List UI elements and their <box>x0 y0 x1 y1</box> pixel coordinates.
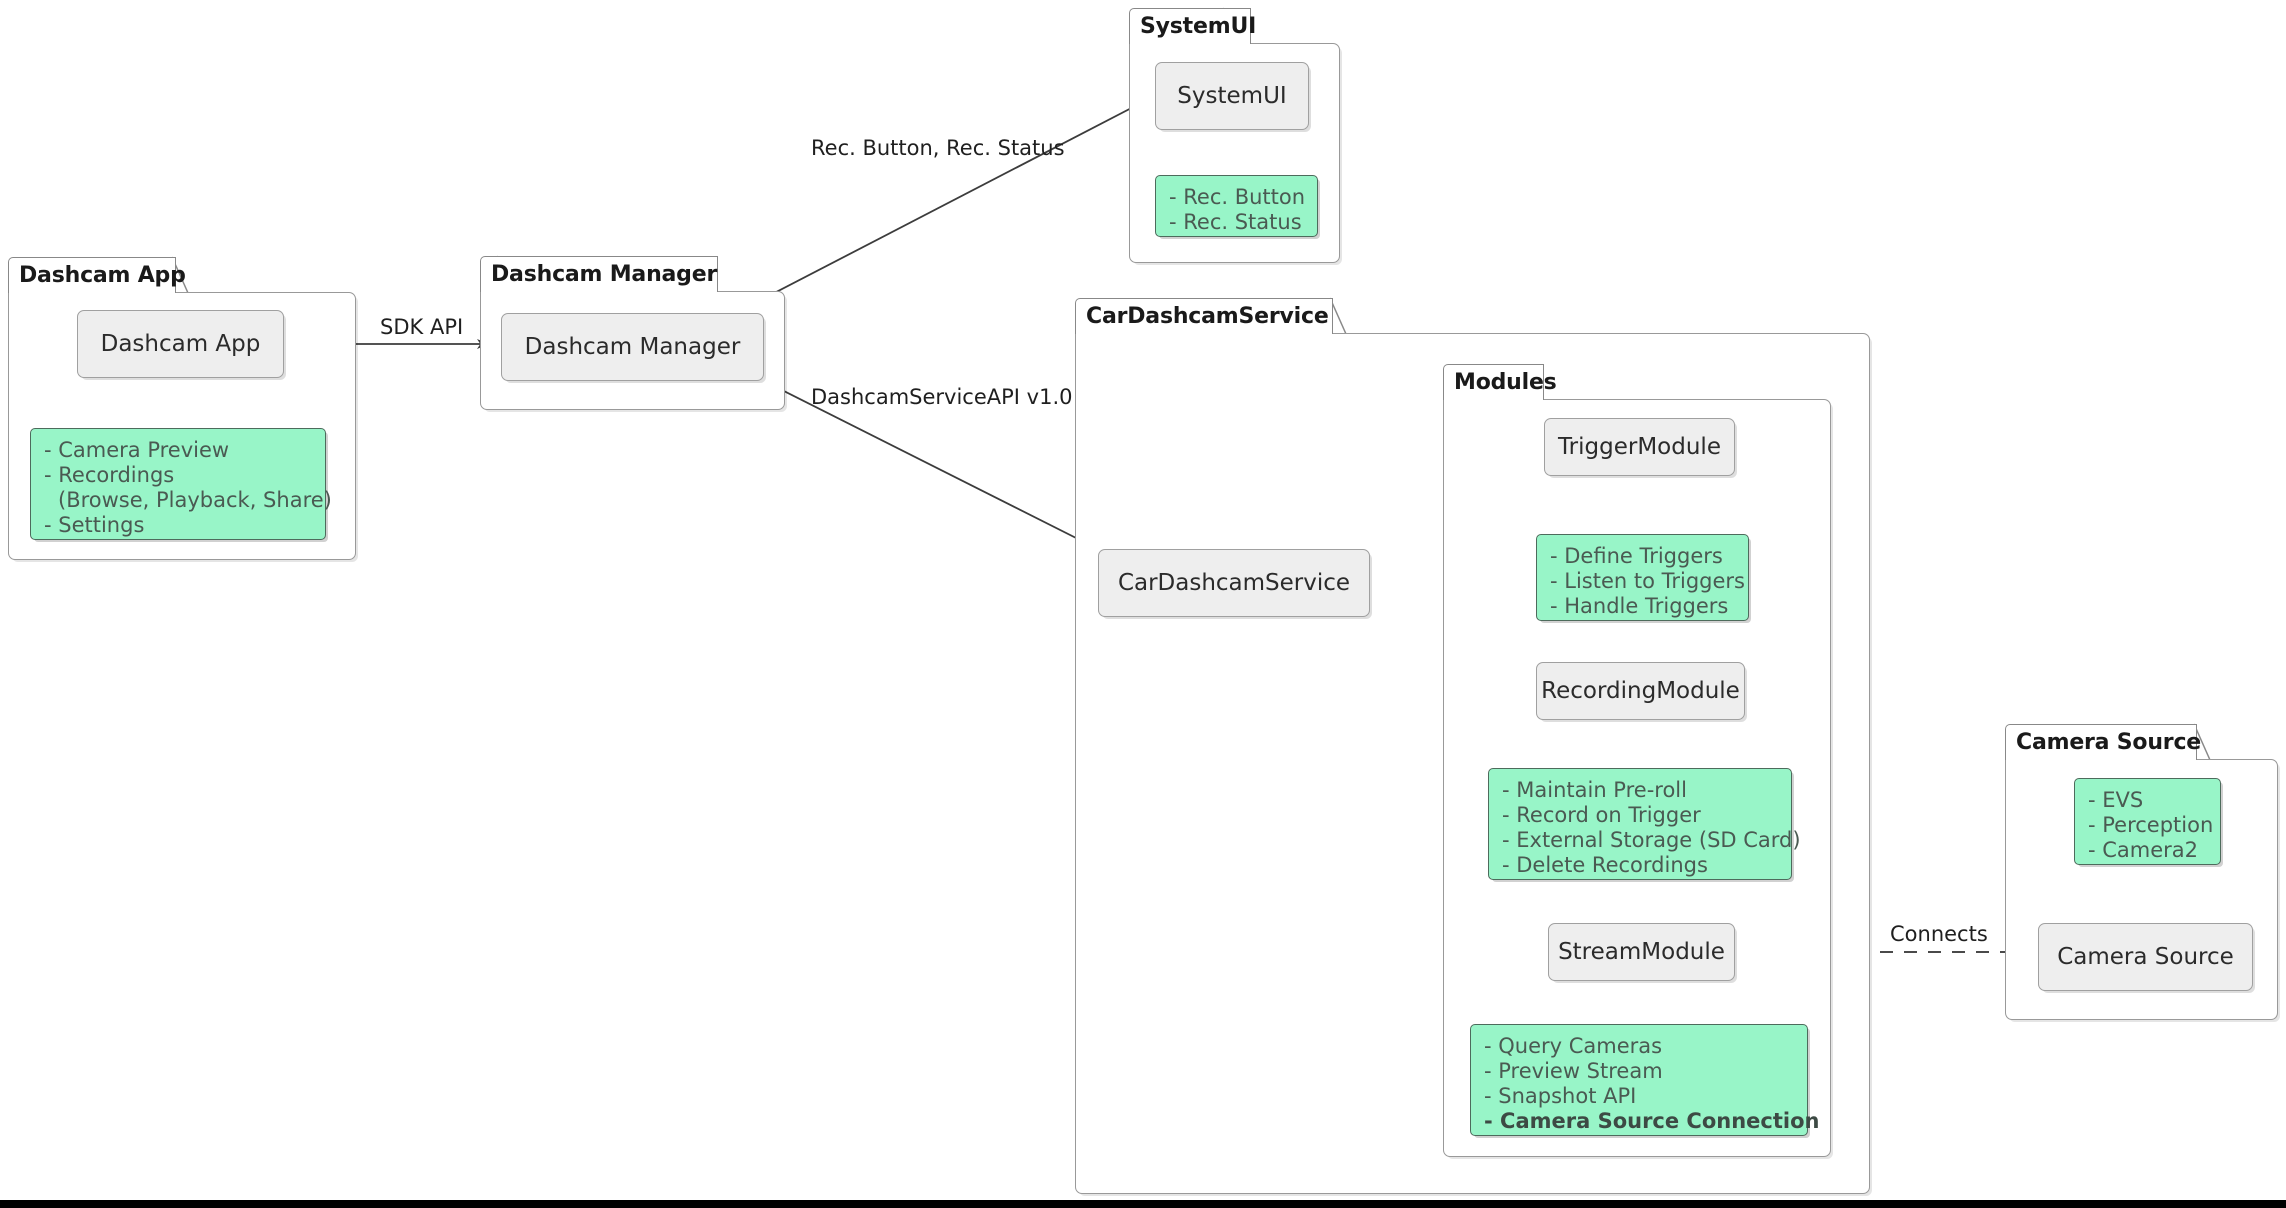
bottom-border-bar <box>0 1200 2286 1208</box>
package-tab-dashcam-app: Dashcam App <box>8 257 186 293</box>
package-tab-camera-source: Camera Source <box>2005 724 2201 760</box>
package-title-modules: Modules <box>1454 370 1557 395</box>
note-line: - Record on Trigger <box>1502 803 1701 827</box>
note-line: - Listen to Triggers <box>1550 569 1745 593</box>
component-label-stream-module: StreamModule <box>1558 939 1725 965</box>
note-line: - Maintain Pre-roll <box>1502 778 1687 802</box>
note-line: - External Storage (SD Card) <box>1502 828 1801 852</box>
note-camera-source: - EVS - Perception - Camera2 <box>2074 778 2221 865</box>
note-line: - Rec. Button <box>1169 185 1306 209</box>
note-line: - Preview Stream <box>1484 1059 1663 1083</box>
component-label-trigger-module: TriggerModule <box>1558 434 1721 460</box>
package-tab-dashcam-manager: Dashcam Manager <box>480 256 718 292</box>
note-line: - Recordings <box>44 463 175 487</box>
component-label-camera-source: Camera Source <box>2057 944 2234 970</box>
package-title-camera-source: Camera Source <box>2016 730 2202 755</box>
edge-label-sdk-api: SDK API <box>380 315 464 339</box>
note-line: - Perception <box>2088 813 2214 837</box>
package-title-dashcam-app: Dashcam App <box>19 263 186 288</box>
note-line: - Handle Triggers <box>1550 594 1729 618</box>
note-trigger-module: - Define Triggers - Listen to Triggers -… <box>1536 534 1749 621</box>
note-line: - Settings <box>44 513 145 537</box>
component-label-system-ui: SystemUI <box>1177 83 1287 109</box>
note-line: - Query Cameras <box>1484 1034 1663 1058</box>
package-title-system-ui: SystemUI <box>1140 14 1257 39</box>
package-title-car-dashcam-service: CarDashcamService <box>1086 304 1329 329</box>
note-recording-module: - Maintain Pre-roll - Record on Trigger … <box>1488 768 1801 880</box>
component-label-car-dashcam-service: CarDashcamService <box>1117 570 1351 596</box>
note-line: (Browse, Playback, Share) <box>58 488 332 512</box>
edge-label-rec-button-status: Rec. Button, Rec. Status <box>811 136 1065 160</box>
note-line: - Delete Recordings <box>1502 853 1708 877</box>
component-trigger-module[interactable]: TriggerModule <box>1544 418 1735 476</box>
component-system-ui[interactable]: SystemUI <box>1155 62 1309 130</box>
edge-label-dashcam-service-api: DashcamServiceAPI v1.0 <box>811 385 1073 409</box>
note-dashcam-app: - Camera Preview - Recordings (Browse, P… <box>30 428 332 540</box>
component-label-dashcam-manager: Dashcam Manager <box>524 334 741 360</box>
component-camera-source[interactable]: Camera Source <box>2038 923 2253 991</box>
component-dashcam-manager[interactable]: Dashcam Manager <box>501 313 764 381</box>
note-line: - Camera Preview <box>44 438 230 462</box>
component-dashcam-app[interactable]: Dashcam App <box>77 310 284 378</box>
note-line: - Snapshot API <box>1484 1084 1637 1108</box>
note-line: - EVS <box>2088 788 2144 812</box>
component-label-dashcam-app: Dashcam App <box>100 331 261 357</box>
package-tab-car-dashcam-service: CarDashcamService <box>1075 298 1333 334</box>
edge-dashcam-service-api <box>761 379 1091 546</box>
note-stream-module: - Query Cameras - Preview Stream - Snaps… <box>1470 1024 1820 1136</box>
component-recording-module[interactable]: RecordingModule <box>1536 662 1745 720</box>
package-tab-modules: Modules <box>1443 364 1557 400</box>
note-system-ui: - Rec. Button - Rec. Status <box>1155 175 1318 237</box>
package-tab-system-ui: SystemUI <box>1129 8 1256 44</box>
note-line: - Define Triggers <box>1550 544 1723 568</box>
note-line: - Camera2 <box>2088 838 2199 862</box>
edge-rec-button-status <box>729 101 1144 317</box>
component-label-recording-module: RecordingModule <box>1541 678 1740 704</box>
note-line: - Camera Source Connection <box>1484 1109 1820 1133</box>
component-stream-module[interactable]: StreamModule <box>1548 923 1735 981</box>
package-title-dashcam-manager: Dashcam Manager <box>491 262 718 287</box>
note-line: - Rec. Status <box>1169 210 1302 234</box>
edge-label-connects: Connects <box>1890 922 1988 946</box>
component-car-dashcam-service[interactable]: CarDashcamService <box>1098 549 1370 617</box>
